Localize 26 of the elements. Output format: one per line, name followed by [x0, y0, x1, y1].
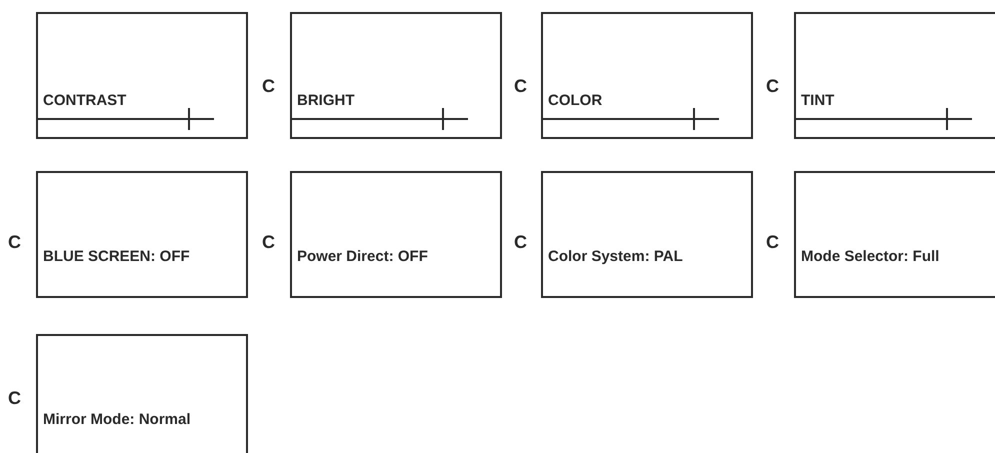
setting-name: TINT: [801, 92, 834, 110]
menu-screen: [794, 171, 995, 298]
setting-text: Mirror Mode: Normal: [43, 411, 191, 429]
menu-screen: [36, 334, 248, 453]
menu-screen: [36, 12, 248, 139]
setting-name: CONTRAST: [43, 92, 126, 110]
setting-text: Mode Selector: Full: [801, 248, 940, 266]
button-key-label: C: [514, 76, 527, 96]
menu-screen: [541, 171, 753, 298]
button-key-label: C: [262, 76, 275, 96]
menu-screen: [290, 171, 502, 298]
menu-screen: [290, 12, 502, 139]
menu-screen: [36, 171, 248, 298]
menu-screen: [541, 12, 753, 139]
setting-text: Color System: PAL: [548, 248, 683, 266]
button-key-label: C: [514, 232, 527, 252]
setting-name: BRIGHT: [297, 92, 354, 110]
setting-text: Power Direct: OFF: [297, 248, 428, 266]
button-key-label: C: [262, 232, 275, 252]
setting-name: COLOR: [548, 92, 602, 110]
button-key-label: C: [8, 388, 21, 408]
menu-screen: [794, 12, 995, 139]
button-key-label: C: [8, 232, 21, 252]
button-key-label: C: [766, 232, 779, 252]
button-key-label: C: [766, 76, 779, 96]
setting-text: BLUE SCREEN: OFF: [43, 248, 190, 266]
